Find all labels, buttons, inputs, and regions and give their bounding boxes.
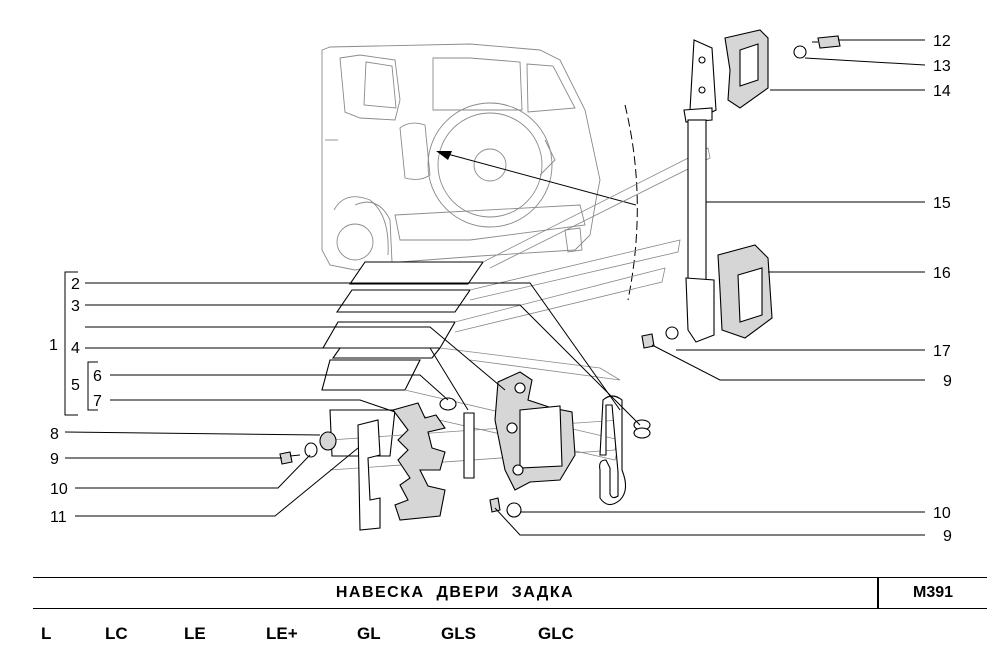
door-opening-line xyxy=(624,104,638,301)
callout-15: 15 xyxy=(933,195,951,212)
callout-16: 16 xyxy=(933,265,951,282)
diagram-title: НАВЕСКА ДВЕРИ ЗАДКА xyxy=(335,584,575,601)
title-separator xyxy=(877,578,879,608)
callout-10a: 10 xyxy=(50,481,68,498)
title-block: НАВЕСКА ДВЕРИ ЗАДКА M391 xyxy=(33,577,987,609)
group-bracket-5 xyxy=(87,361,98,411)
direction-arrow xyxy=(436,151,637,206)
callout-12: 12 xyxy=(933,33,951,50)
callout-9c: 9 xyxy=(943,528,952,545)
callout-6: 6 xyxy=(93,368,102,385)
exploded-parts-diagram: 1 2 3 4 5 6 7 8 9 10 11 12 13 14 15 16 1… xyxy=(49,29,952,545)
callout-9b: 9 xyxy=(943,373,952,390)
callout-2: 2 xyxy=(71,276,80,293)
callout-5: 5 xyxy=(71,377,80,394)
callout-11: 11 xyxy=(50,509,67,526)
upper-hinge-bracket xyxy=(724,29,769,109)
variant-l: L xyxy=(41,624,52,643)
callout-17: 17 xyxy=(933,343,951,360)
callout-3: 3 xyxy=(71,298,80,315)
callout-13: 13 xyxy=(933,58,951,75)
backing-plate xyxy=(357,419,381,531)
callout-8: 8 xyxy=(50,426,59,443)
hinge-body xyxy=(494,371,576,491)
callout-10b: 10 xyxy=(933,505,951,522)
callout-1: 1 xyxy=(49,337,58,354)
callout-9a: 9 xyxy=(50,451,59,468)
fasteners-center xyxy=(439,397,651,518)
variant-lc: LC xyxy=(105,624,128,643)
lower-hinge-bracket xyxy=(717,244,773,339)
group-bracket-1 xyxy=(64,271,78,416)
callout-7: 7 xyxy=(93,393,102,410)
fasteners-right xyxy=(641,35,841,349)
callout-4: 4 xyxy=(71,340,80,357)
hinge-pin-left xyxy=(463,412,475,479)
leader-lines xyxy=(64,39,926,536)
gasket-plates xyxy=(321,261,485,457)
variant-gls: GLS xyxy=(441,624,476,643)
variant-le-plus: LE+ xyxy=(266,624,298,643)
callout-14: 14 xyxy=(933,83,951,100)
diagram-code: M391 xyxy=(912,584,954,601)
hinge-plate-left xyxy=(392,402,446,521)
variant-le: LE xyxy=(184,624,206,643)
variant-glc: GLC xyxy=(538,624,574,643)
check-strap xyxy=(599,395,627,506)
door-hinge-column xyxy=(683,39,717,343)
callout-numbers: 1 2 3 4 5 6 7 8 9 10 11 12 13 14 15 16 1… xyxy=(49,33,952,545)
variant-gl: GL xyxy=(357,624,381,643)
fasteners-left xyxy=(279,431,337,465)
vehicle-outline xyxy=(321,43,601,271)
